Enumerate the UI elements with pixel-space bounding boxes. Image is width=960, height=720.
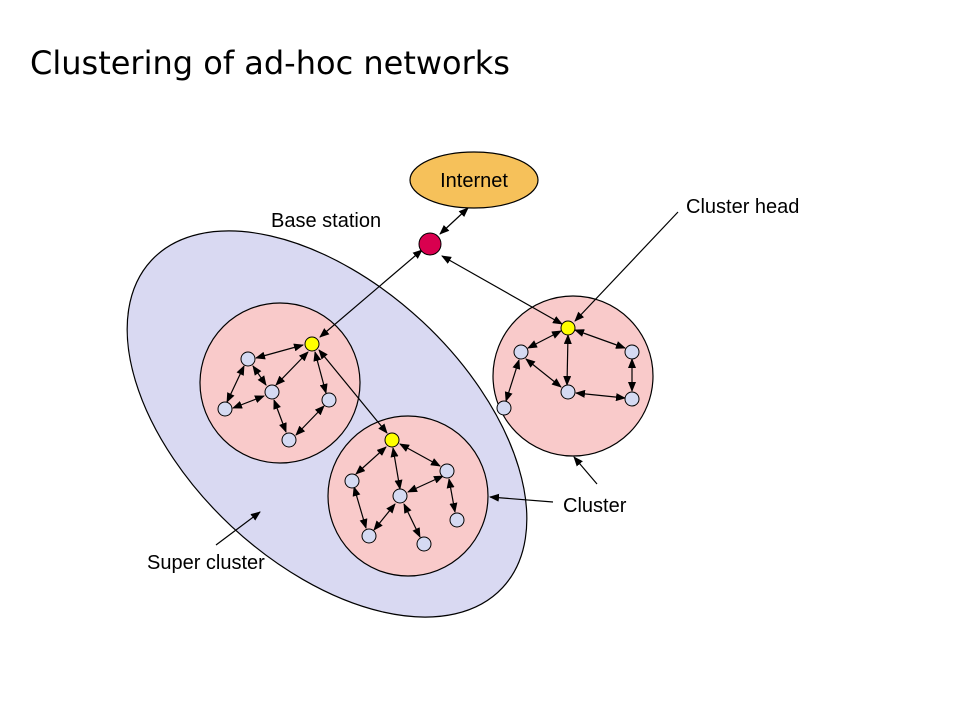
link <box>574 329 626 349</box>
link-internet-basestation <box>439 207 469 235</box>
cluster-pointer-right <box>573 456 598 485</box>
slide-title: Clustering of ad-hoc networks <box>30 44 510 82</box>
link <box>295 405 325 436</box>
link <box>252 365 267 386</box>
cluster-head-node <box>384 432 400 448</box>
cluster-head-node <box>560 320 576 336</box>
link <box>504 359 521 402</box>
link <box>575 389 626 402</box>
cluster-head-pointer <box>574 211 679 322</box>
cluster-right <box>492 295 654 457</box>
link <box>525 358 562 388</box>
link <box>355 446 387 475</box>
network-node <box>321 392 337 408</box>
link <box>273 399 287 433</box>
cluster-pointer-bottom <box>489 493 554 503</box>
link-basestation-headright <box>441 255 563 325</box>
cluster-head-label: Cluster head <box>686 196 799 218</box>
network-node <box>449 512 465 528</box>
network-node <box>240 351 256 367</box>
link <box>563 334 572 386</box>
network-node <box>416 536 432 552</box>
link-basestation-headleft <box>319 249 423 338</box>
network-node <box>624 391 640 407</box>
network-node <box>264 384 280 400</box>
base-station-label: Base station <box>271 210 381 232</box>
link <box>232 395 265 409</box>
link <box>403 503 421 538</box>
network-node <box>361 528 377 544</box>
cluster-head-node <box>304 336 320 352</box>
link <box>352 486 368 529</box>
super-cluster-pointer <box>215 511 261 546</box>
link <box>313 351 328 394</box>
network-node <box>392 488 408 504</box>
internet-cloud <box>409 151 539 209</box>
link-headleft-headbottom <box>318 349 388 434</box>
link <box>373 503 396 531</box>
link <box>226 365 245 403</box>
network-node <box>281 432 297 448</box>
network-node <box>513 344 529 360</box>
super-cluster-label: Super cluster <box>147 552 265 574</box>
link <box>407 475 444 493</box>
internet-label: Internet <box>440 170 508 192</box>
link <box>390 447 403 490</box>
network-node <box>624 344 640 360</box>
network-node <box>344 473 360 489</box>
network-node <box>560 384 576 400</box>
link <box>527 330 562 349</box>
network-node <box>217 401 233 417</box>
link <box>446 478 458 513</box>
link <box>275 351 309 386</box>
cluster-label: Cluster <box>563 495 627 517</box>
network-links <box>215 207 679 546</box>
link <box>399 443 441 467</box>
network-node <box>496 400 512 416</box>
base-station-node <box>418 232 442 256</box>
cluster-left <box>199 302 361 464</box>
network-node <box>439 463 455 479</box>
cluster-bottom <box>327 415 489 577</box>
